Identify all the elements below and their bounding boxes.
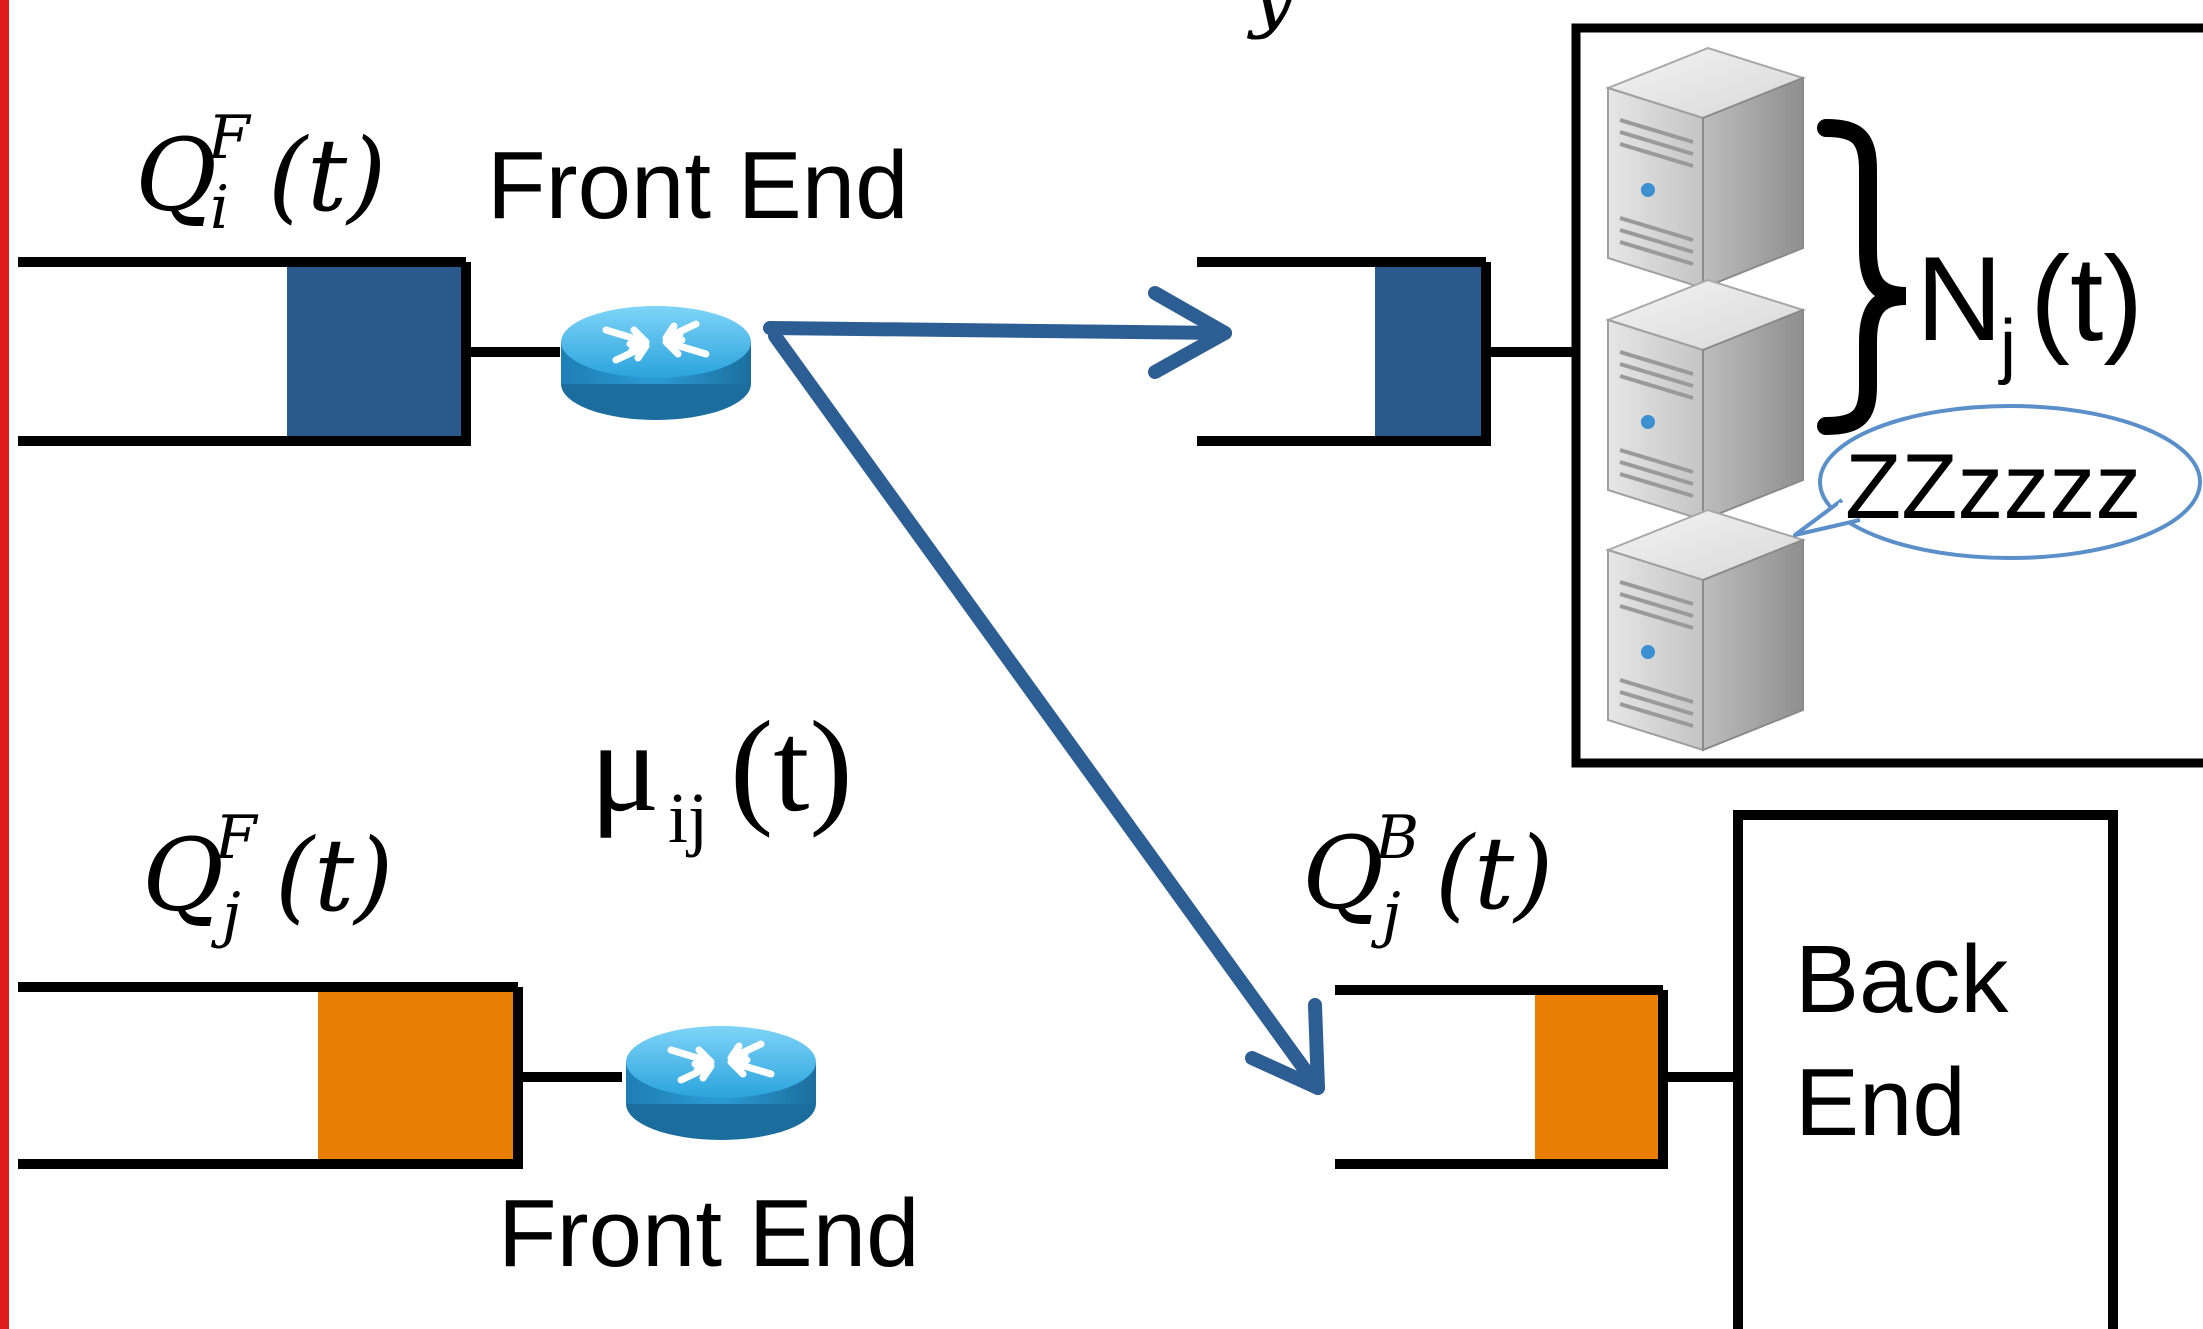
- qi-sub: i: [210, 173, 229, 243]
- qi-label: Q F i (t): [135, 103, 386, 243]
- router-icon: [626, 1026, 816, 1140]
- front-end-top-label: Front End: [487, 132, 909, 239]
- qj-base: Q: [142, 817, 224, 934]
- brace-icon: [1817, 119, 1907, 435]
- qj-sup: F: [214, 803, 259, 873]
- left-red-bar: [0, 0, 9, 1329]
- top-fragment-text: y: [1247, 0, 1297, 41]
- front-end-bottom-label: Front End: [498, 1180, 920, 1287]
- queue-back-end-j: [1335, 985, 1738, 1169]
- job-block-orange-backend: [1535, 995, 1658, 1159]
- nj-arg: (t): [2030, 232, 2143, 366]
- qb-arg: (t): [1435, 815, 1553, 932]
- qi-arg: (t): [268, 117, 386, 234]
- routing-arrows: [763, 286, 1325, 1095]
- server-icon: [1606, 278, 1805, 522]
- server-cluster-box: [1571, 23, 2203, 768]
- mu-label: μ ij (t): [590, 695, 853, 858]
- back-end-box: [1733, 810, 2118, 1329]
- job-block-orange: [318, 992, 513, 1159]
- nj-base: N: [1916, 232, 2003, 366]
- mu-base: μ: [590, 695, 660, 839]
- back-end-line1: Back: [1795, 926, 2009, 1033]
- qb-label: Q B j (t): [1302, 803, 1553, 950]
- arrow-head-server: [1148, 286, 1232, 379]
- job-block-blue: [287, 267, 461, 436]
- router-top: [561, 306, 751, 420]
- mu-sub: ij: [668, 778, 708, 858]
- back-end-line2: End: [1795, 1049, 1966, 1156]
- qb-sup: B: [1374, 803, 1419, 873]
- qb-base: Q: [1302, 815, 1384, 932]
- router-icon: [561, 306, 751, 420]
- nj-sub: j: [1998, 306, 2016, 386]
- arrow-to-backend: [768, 329, 1325, 1095]
- queue-server-j: [1197, 257, 1575, 446]
- qi-sup: F: [207, 103, 252, 173]
- queue-front-end-j: [18, 982, 622, 1169]
- qj-label: Q F j (t): [142, 803, 393, 950]
- queue-front-end-i: [18, 257, 560, 446]
- job-block-blue-server: [1375, 267, 1481, 436]
- qi-base: Q: [135, 117, 217, 234]
- nj-label: N j (t): [1916, 232, 2143, 386]
- sleep-text: ZZzzzz: [1845, 436, 2141, 538]
- arrow-head-backend: [1245, 998, 1325, 1095]
- router-bottom: [626, 1026, 816, 1140]
- server-icon: [1606, 508, 1805, 752]
- server-icon: [1606, 46, 1805, 290]
- mu-arg: (t): [730, 695, 853, 839]
- arrow-to-server: [763, 321, 1232, 340]
- sleep-bubble: ZZzzzz: [1793, 404, 2202, 560]
- qj-arg: (t): [275, 817, 393, 934]
